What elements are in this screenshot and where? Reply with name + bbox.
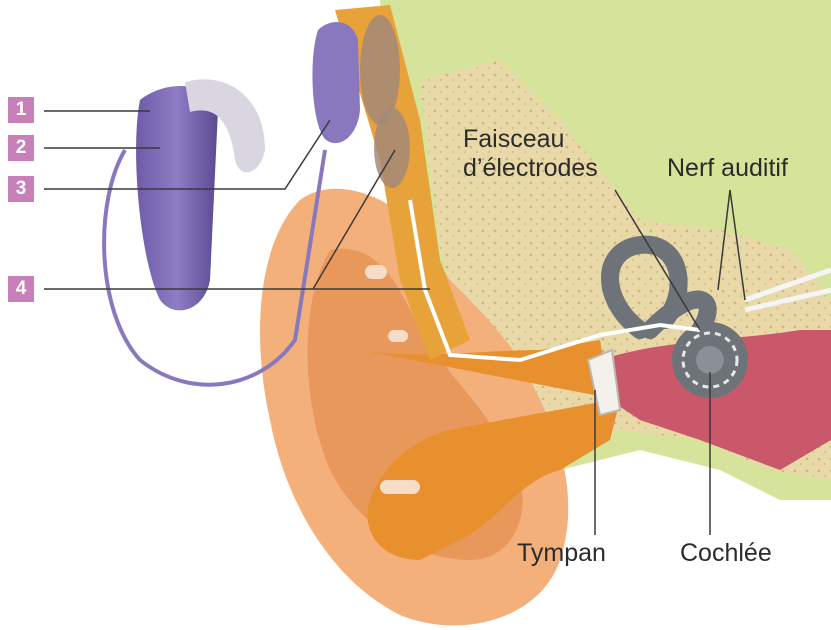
leader-3 [44,119,331,190]
processor-cable [102,148,327,387]
badge-1: 1 [8,97,34,123]
label-electrodes-line2: d’électrodes [463,154,598,182]
external-transmitter [312,21,360,144]
label-eardrum: Tympan [517,539,606,567]
leader-lines [44,110,746,535]
canal-highlight-1 [365,265,387,279]
label-electrodes-line1: Faisceau [463,125,565,153]
eardrum [586,348,622,417]
ear-canal [360,340,620,560]
cochlea-tissue [600,330,831,470]
stimulator [374,108,410,188]
electrode-wire [408,199,701,363]
cochlea-center [696,346,724,374]
semicircular-canals [601,235,717,339]
label-nerve: Nerf auditif [667,154,788,182]
auditory-nerve [744,267,831,313]
badge-2: 2 [8,135,34,161]
leader-nerve-2 [729,189,746,301]
processor-earhook [185,79,265,173]
leader-nerve-1 [717,189,731,291]
receiver-coil [360,15,400,125]
cochlea-inner-ring [681,331,739,389]
canal-highlight-3 [380,480,420,494]
label-cochlea: Cochlée [680,539,772,567]
sound-processor-body [136,86,218,311]
badge-3: 3 [8,176,34,202]
leader-electrodes [614,189,701,331]
badge-4: 4 [8,276,34,302]
canal-highlight-2 [388,330,408,342]
